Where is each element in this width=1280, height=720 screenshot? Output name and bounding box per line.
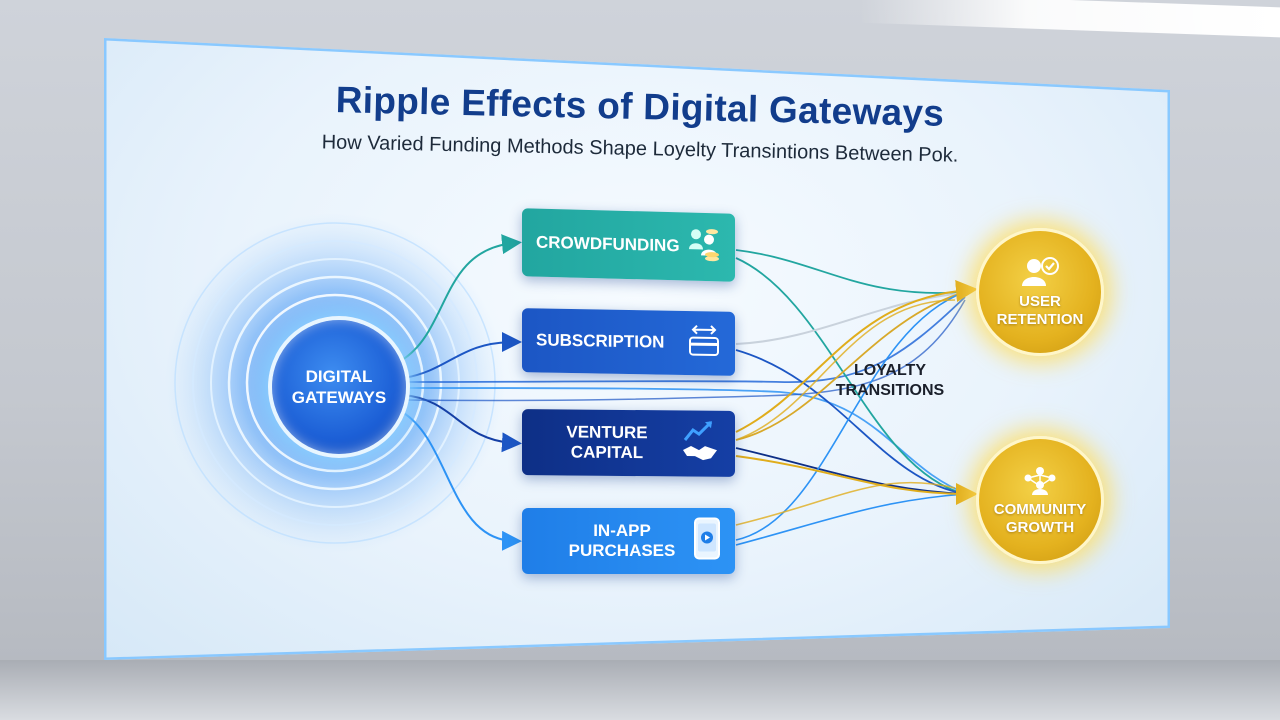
node-label: CROWDFUNDING xyxy=(536,232,680,256)
phone-icon xyxy=(693,517,721,566)
node-crowdfunding: CROWDFUNDING xyxy=(522,208,735,282)
people-coins-icon xyxy=(687,225,721,269)
handshake-growth-icon xyxy=(681,420,721,467)
node-venture-capital: VENTURE CAPITAL xyxy=(522,409,735,477)
node-in-app-purchases: IN-APP PURCHASES xyxy=(522,508,735,574)
hub-digital-gateways: DIGITAL GATEWAYS xyxy=(268,316,410,458)
network-people-icon xyxy=(1020,464,1060,501)
outcome-community-growth: COMMUNITY GROWTH xyxy=(976,436,1104,564)
connector-inapp-community xyxy=(735,493,967,546)
node-label: SUBSCRIPTION xyxy=(536,330,665,352)
connector-crowdfunding-retention xyxy=(735,249,966,294)
outcome-user-retention: USER RETENTION xyxy=(976,228,1104,356)
connector-venture-community xyxy=(735,447,967,495)
connector-subscription-retention xyxy=(735,292,966,345)
outcome-label: USER RETENTION xyxy=(996,292,1084,328)
card-arrows-icon xyxy=(687,324,721,364)
floor xyxy=(0,660,1280,720)
hub-label: DIGITAL GATEWAYS xyxy=(291,367,387,407)
outcome-label: COMMUNITY GROWTH xyxy=(993,500,1087,536)
node-label: VENTURE CAPITAL xyxy=(566,422,648,463)
loyalty-transitions-label: LOYALTY TRANSITIONS xyxy=(835,362,945,399)
node-subscription: SUBSCRIPTION xyxy=(522,308,735,376)
loyalty-arrow-community-2 xyxy=(735,481,956,526)
node-label: IN-APP PURCHASES xyxy=(568,521,676,560)
user-check-icon xyxy=(1020,256,1060,293)
